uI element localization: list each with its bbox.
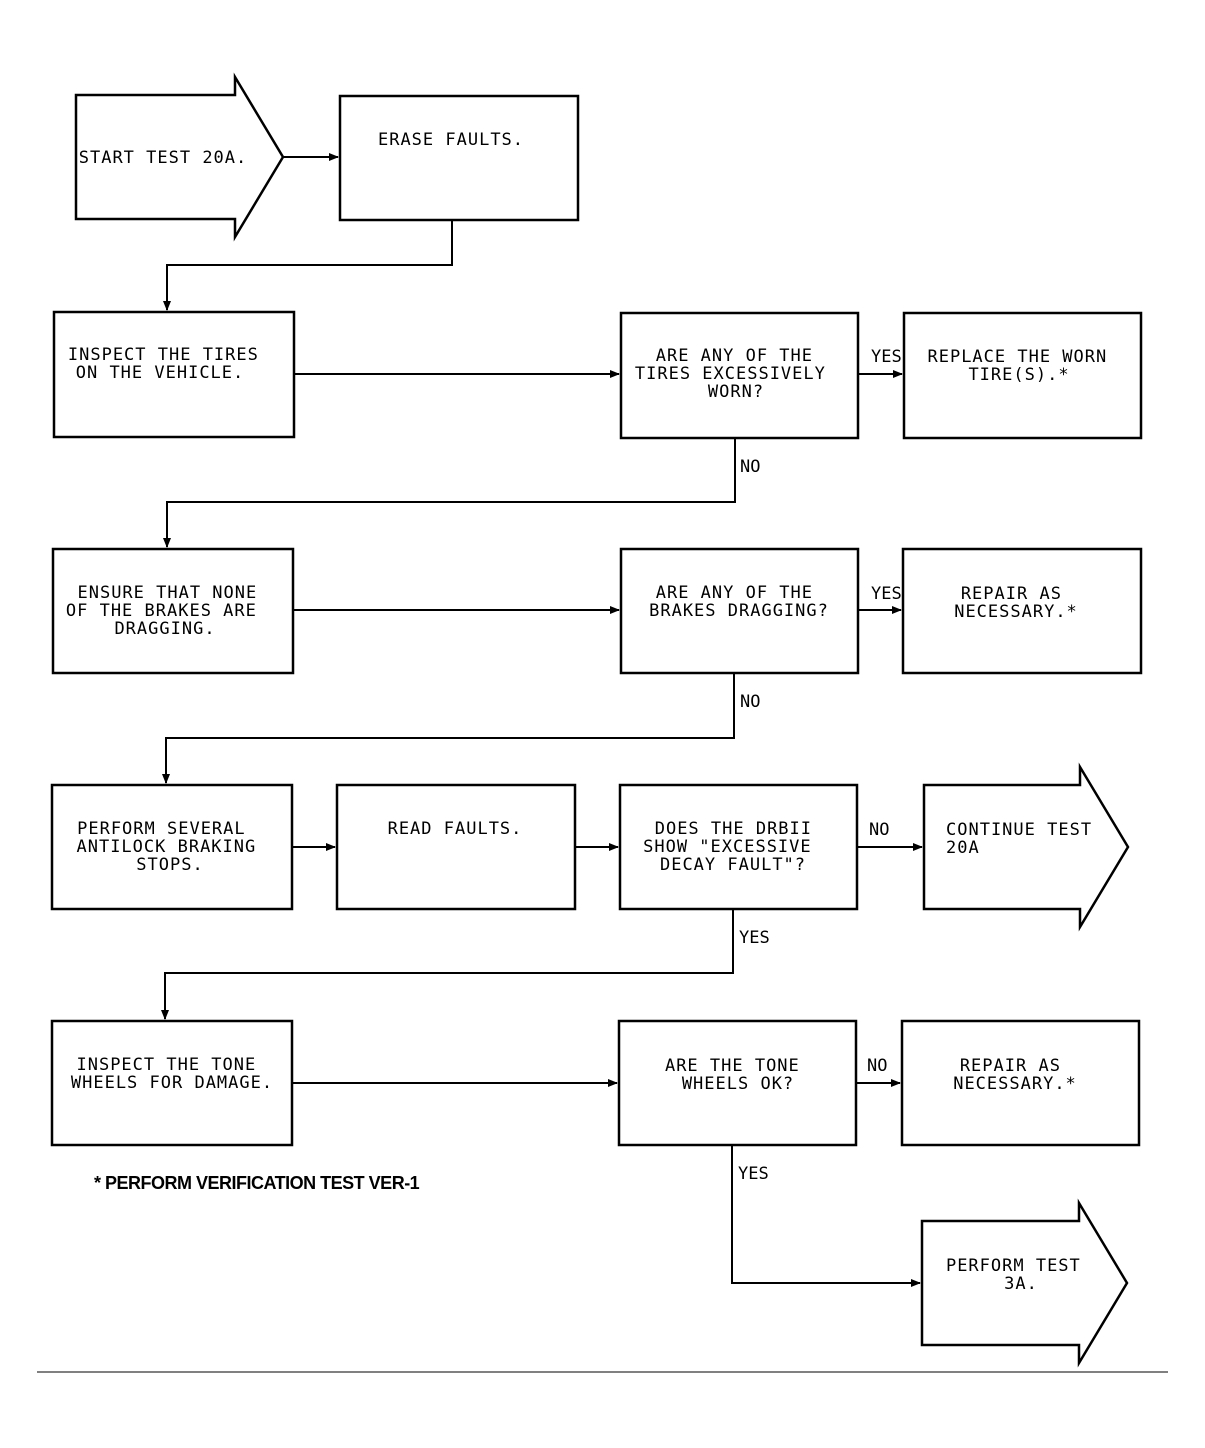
footnote: * PERFORM VERIFICATION TEST VER-1 [94,1173,420,1193]
brakes-dragging-decision-box [619,547,860,675]
start-arrow-shape [74,72,285,242]
connector-tone-yes [731,1145,921,1287]
tires-worn-decision-box [619,311,860,440]
ensure-brakes-box [51,547,295,675]
connector-erase-inspect [163,220,453,311]
inspect-tires-box [52,310,296,439]
read-faults-box [335,783,577,911]
label-tires-yes: YES [871,347,902,367]
label-decay-no: NO [869,820,889,840]
ensure-brakes-text: ENSURE THAT NONE OF THE BRAKES ARE DRAGG… [66,583,269,639]
inspect-tone-text: INSPECT THE TONE WHEELS FOR DAMAGE. [71,1055,273,1093]
erase-faults-text: ERASE FAULTS. [378,130,524,150]
label-brakes-yes: YES [871,584,902,604]
perform-stops-text: PERFORM SEVERAL ANTILOCK BRAKING STOPS. [76,819,267,875]
continue-test-text: CONTINUE TEST 20A [946,820,1103,858]
replace-tire-text: REPLACE THE WORN TIRE(S).* [927,347,1118,385]
read-faults-text: READ FAULTS. [388,819,523,839]
label-decay-yes: YES [739,928,770,948]
perform-3a-arrow-shape [920,1198,1129,1368]
start-text: START TEST 20A. [79,148,248,168]
label-tone-yes: YES [738,1164,769,1184]
repair-tone-box [900,1019,1141,1147]
perform-3a-text: PERFORM TEST 3A. [946,1256,1092,1294]
tires-worn-question-text: ARE ANY OF THE TIRES EXCESSIVELY WORN? [635,346,837,402]
continue-test-arrow-shape [922,762,1130,932]
repair-tone-text: REPAIR AS NECESSARY.* [953,1056,1077,1094]
label-tone-no: NO [867,1056,887,1076]
tone-wheels-question-text: ARE THE TONE WHEELS OK? [665,1056,811,1094]
repair-brakes-text: REPAIR AS NECESSARY.* [954,584,1078,622]
decay-fault-question-text: DOES THE DRBII SHOW "EXCESSIVE DECAY FAU… [643,819,823,875]
connector-brakes-no [162,673,735,784]
erase-faults-box [338,94,580,222]
inspect-tone-box [50,1019,294,1147]
connector-decay-yes [161,909,734,1020]
tone-wheels-decision-box [617,1019,858,1147]
inspect-tires-text: INSPECT THE TIRES ON THE VEHICLE. [68,345,270,383]
label-tires-no: NO [740,457,760,477]
connector-tires-no [163,438,736,548]
replace-tire-box [902,311,1143,440]
brakes-dragging-question-text: ARE ANY OF THE BRAKES DRAGGING? [649,583,829,621]
label-brakes-no: NO [740,692,760,712]
repair-brakes-box [901,547,1143,675]
perform-stops-box [50,783,294,911]
